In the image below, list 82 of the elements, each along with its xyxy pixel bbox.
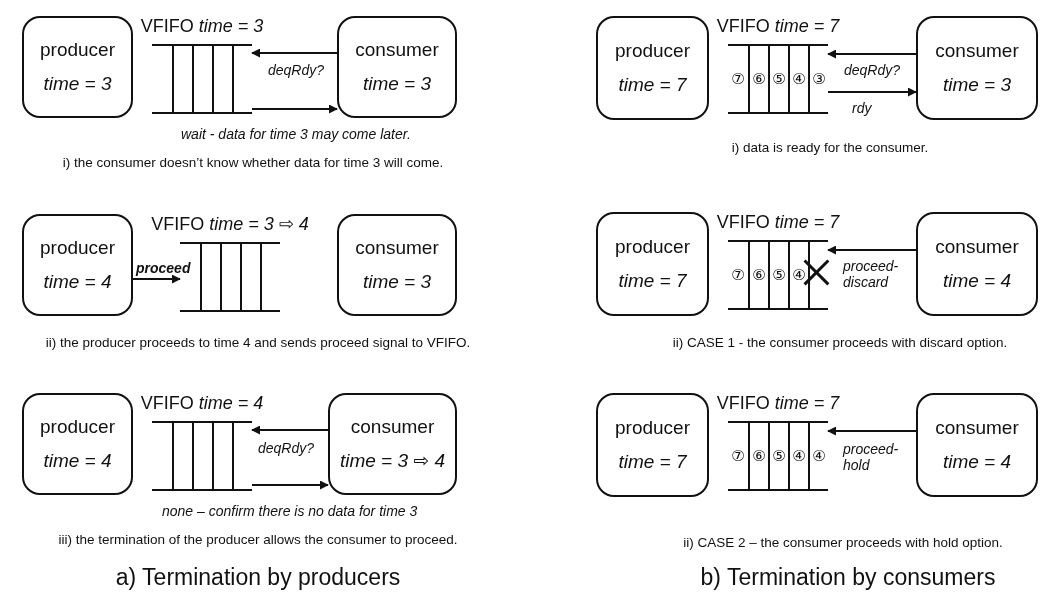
box-title: producer <box>615 417 690 439</box>
queue-heading: VFIFO time = 3 ⇨ 4 <box>151 213 309 236</box>
panel-caption: ii) CASE 1 - the consumer proceeds with discard option. <box>672 335 1008 352</box>
rounded-box <box>22 393 133 495</box>
queue-heading: VFIFO time = 3 <box>140 15 264 38</box>
arrow <box>827 426 917 436</box>
queue-heading: VFIFO time = 4 <box>140 392 264 415</box>
circled-number: ④ <box>812 447 826 465</box>
arrow <box>827 49 917 59</box>
rounded-box <box>328 393 457 495</box>
time-label: time = 7 <box>618 451 687 473</box>
panel-caption: i) the consumer doesn’t know whether data for time 3 will come. <box>62 155 444 172</box>
box-title: producer <box>40 39 115 61</box>
time-label: time = 3 <box>362 271 432 293</box>
time-label: time = 4 <box>942 451 1012 473</box>
circled-number: ④ <box>792 70 806 88</box>
arrow <box>132 274 181 284</box>
circled-number: ⑦ <box>731 266 745 284</box>
arrow <box>251 48 338 58</box>
circled-number: ⑤ <box>772 266 786 284</box>
rounded-box <box>596 16 709 120</box>
time-label: time = 4 <box>942 270 1012 292</box>
box-title: consumer <box>355 39 439 61</box>
edge-label: deqRdy? <box>258 440 315 456</box>
box-title: producer <box>615 236 690 258</box>
box-title: consumer <box>355 237 439 259</box>
box-title: consumer <box>935 417 1019 439</box>
queue-heading: VFIFO time = 7 <box>716 15 840 38</box>
queue-heading: VFIFO time = 7 <box>716 392 840 415</box>
circled-number: ⑥ <box>752 266 766 284</box>
time-label: time = 3 <box>362 73 432 95</box>
rounded-box <box>916 212 1038 316</box>
time-label: time = 7 <box>618 270 687 292</box>
panel-caption: ii) CASE 2 – the consumer proceeds with hold option. <box>683 535 1003 552</box>
circled-number: ③ <box>812 70 826 88</box>
rounded-box <box>596 393 709 497</box>
rounded-box <box>916 16 1038 120</box>
circled-number: ⑤ <box>772 447 786 465</box>
panel-caption: iii) the termination of the producer allows the consumer to proceed. <box>58 532 458 549</box>
circled-number: ④ <box>792 447 806 465</box>
box-title: consumer <box>350 416 435 438</box>
box-title: producer <box>40 237 115 259</box>
rounded-box <box>22 214 133 316</box>
circled-number: ⑦ <box>731 70 745 88</box>
circled-number: ⑤ <box>772 70 786 88</box>
rounded-box <box>337 214 457 316</box>
time-label: time = 4 <box>43 271 112 293</box>
queue-heading: VFIFO time = 7 <box>716 211 840 234</box>
section-title: b) Termination by consumers <box>700 564 996 592</box>
panel-caption: ii) the producer proceeds to time 4 and sends proceed signal to VFIFO. <box>45 335 471 352</box>
arrow <box>251 104 338 114</box>
arrow <box>251 425 329 435</box>
edge-label: none – confirm there is no data for time 3 <box>162 503 418 519</box>
edge-label: proceed- hold <box>843 441 900 473</box>
box-title: consumer <box>935 40 1019 62</box>
panel-caption: i) data is ready for the consumer. <box>731 140 929 157</box>
edge-label: deqRdy? <box>844 62 901 78</box>
time-label: time = 7 <box>618 74 687 96</box>
box-title: consumer <box>935 236 1019 258</box>
circled-number: ⑥ <box>752 70 766 88</box>
rounded-box <box>916 393 1038 497</box>
edge-label: proceed <box>136 260 191 276</box>
section-title: a) Termination by producers <box>115 564 401 592</box>
box-title: producer <box>40 416 115 438</box>
time-label: time = 3 ⇨ 4 <box>339 450 446 472</box>
arrow <box>251 480 329 490</box>
circled-number: ④ <box>792 266 806 284</box>
time-label: time = 3 <box>43 73 112 95</box>
box-title: producer <box>615 40 690 62</box>
arrow <box>827 245 917 255</box>
circled-number: ⑥ <box>752 447 766 465</box>
circled-number: ⑦ <box>731 447 745 465</box>
edge-label: wait - data for time 3 may come later. <box>181 126 411 142</box>
time-label: time = 3 <box>942 74 1012 96</box>
edge-label: proceed- discard <box>843 258 900 290</box>
arrow <box>827 87 917 97</box>
rounded-box <box>22 16 133 118</box>
rounded-box <box>337 16 457 118</box>
rounded-box <box>596 212 709 316</box>
time-label: time = 4 <box>43 450 112 472</box>
edge-label: rdy <box>852 100 872 116</box>
edge-label: deqRdy? <box>268 62 325 78</box>
